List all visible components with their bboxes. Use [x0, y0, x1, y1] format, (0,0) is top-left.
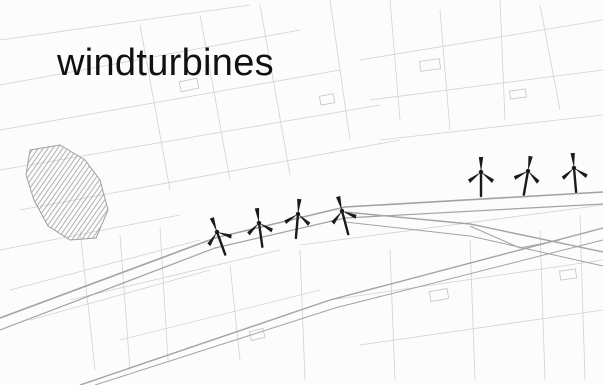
building-outlines	[178, 58, 578, 342]
wind-turbine-icon	[281, 196, 314, 241]
wind-turbine-icon	[558, 150, 591, 195]
wind-turbine-icon	[242, 205, 277, 250]
wind-turbine-icon	[198, 212, 239, 261]
wind-turbine-icon	[466, 155, 496, 198]
road-lines	[0, 191, 603, 385]
wind-turbine-icon	[509, 152, 545, 199]
map-title: windturbines	[57, 42, 274, 84]
woodland-patch	[25, 144, 109, 241]
wind-turbine-icon	[324, 191, 362, 239]
